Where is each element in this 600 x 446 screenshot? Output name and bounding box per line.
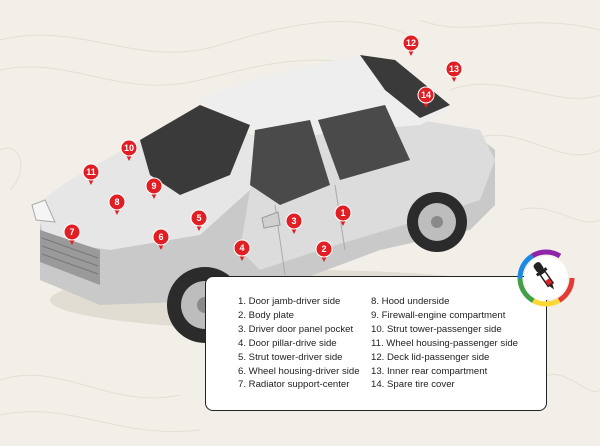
marker-label: 11 xyxy=(86,167,96,177)
legend-item: 9. Firewall-engine compartment xyxy=(371,309,506,321)
legend-item: 5. Strut tower-driver side xyxy=(238,351,343,363)
marker-pin-3: 3 xyxy=(285,212,303,234)
marker-pin-12: 12 xyxy=(402,34,420,56)
marker-pin-14: 14 xyxy=(417,86,435,108)
eyedropper-color-wheel-icon xyxy=(517,249,575,307)
marker-label: 4 xyxy=(239,243,244,253)
legend-item: 2. Body plate xyxy=(238,309,295,321)
marker-pin-11: 11 xyxy=(82,163,100,185)
marker-label: 7 xyxy=(69,227,74,237)
marker-label: 13 xyxy=(449,64,459,74)
legend-item: 4. Door pillar-drive side xyxy=(238,337,337,349)
legend-item: 6. Wheel housing-driver side xyxy=(238,365,360,377)
legend-item: 10. Strut tower-passenger side xyxy=(371,323,502,335)
marker-pin-6: 6 xyxy=(152,228,170,250)
legend-item: 3. Driver door panel pocket xyxy=(238,323,354,335)
legend-item: 11. Wheel housing-passenger side xyxy=(371,337,519,349)
marker-pin-5: 5 xyxy=(190,209,208,231)
marker-label: 12 xyxy=(406,38,416,48)
legend-column-left: 1. Door jamb-driver side 2. Body plate 3. … xyxy=(238,295,360,392)
marker-label: 3 xyxy=(291,216,296,226)
marker-label: 10 xyxy=(124,143,134,153)
marker-pin-13: 13 xyxy=(445,60,463,82)
marker-label: 1 xyxy=(340,208,345,218)
legend-item: 13. Inner rear compartment xyxy=(371,365,488,377)
legend-item: 8. Hood underside xyxy=(371,296,450,307)
marker-label: 6 xyxy=(158,232,163,242)
marker-pin-7: 7 xyxy=(63,223,81,245)
marker-label: 14 xyxy=(421,90,431,100)
marker-pin-2: 2 xyxy=(315,240,333,262)
marker-label: 8 xyxy=(114,197,119,207)
legend-column-right: 8. Hood underside 9. Firewall-engine comp… xyxy=(371,295,518,392)
marker-label: 9 xyxy=(151,181,156,191)
legend-item: 1. Door jamb-driver side xyxy=(238,296,341,307)
marker-pin-8: 8 xyxy=(108,193,126,215)
marker-label: 5 xyxy=(196,213,201,223)
legend-box: 1. Door jamb-driver side 2. Body plate 3. … xyxy=(205,276,547,411)
marker-label: 2 xyxy=(321,244,326,254)
marker-pin-4: 4 xyxy=(233,239,251,261)
legend-item: 12. Deck lid-passenger side xyxy=(371,351,490,363)
legend-item: 7. Radiator support-center xyxy=(238,379,350,391)
marker-pin-1: 1 xyxy=(334,204,352,226)
marker-pin-10: 10 xyxy=(120,139,138,161)
marker-pin-9: 9 xyxy=(145,177,163,199)
legend-item: 14. Spare tire cover xyxy=(371,379,455,391)
